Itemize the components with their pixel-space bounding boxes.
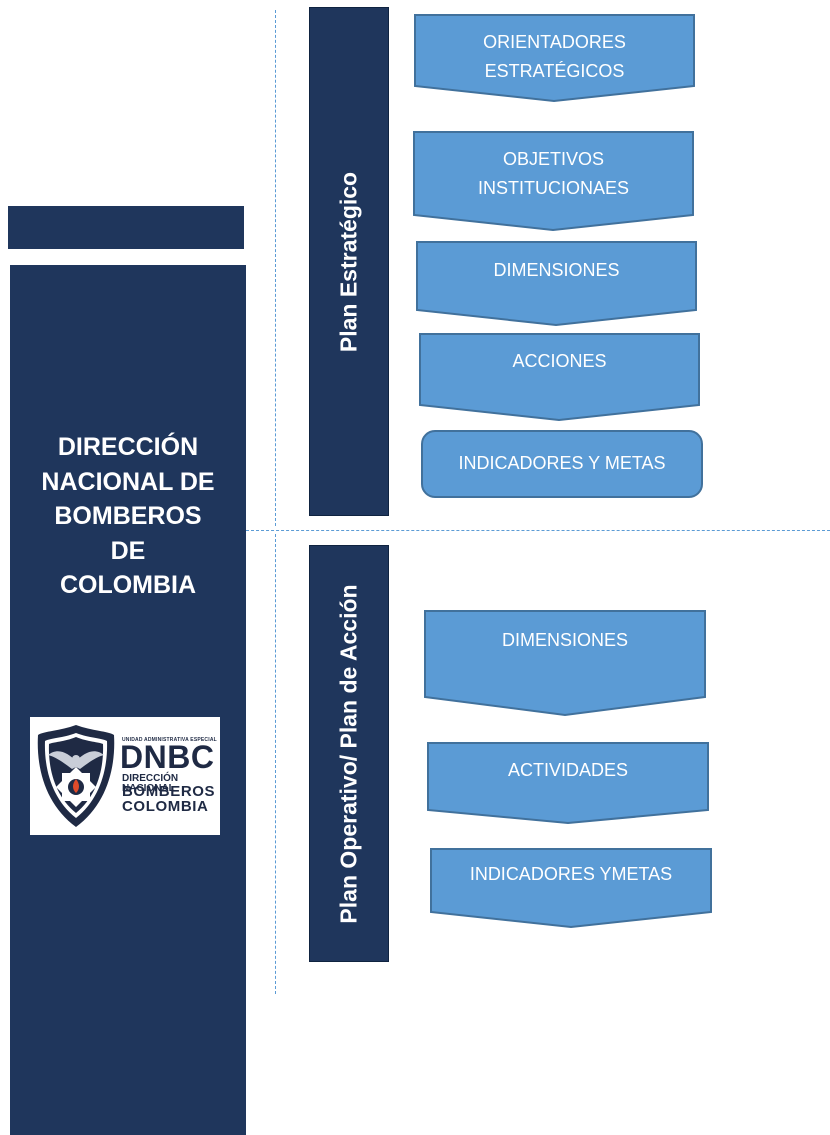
shield-eagle-icon: [37, 725, 115, 827]
step-label: INDICADORES Y METAS: [458, 453, 666, 473]
down-arrow-shape: [416, 241, 697, 327]
step-dimensiones: DIMENSIONES: [416, 241, 697, 327]
organization-title-line: COLOMBIA: [59, 571, 197, 599]
organization-panel: DIRECCIÓN NACIONAL DE BOMBEROS DE COLOMB…: [10, 265, 246, 1135]
down-arrow-shape: [427, 742, 709, 825]
step-objetivos-institucionales: OBJETIVOS INSTITUCIONAES: [413, 131, 694, 232]
plan-estrategico-bar: Plan Estratégico: [309, 7, 389, 516]
logo-acronym: DNBC: [120, 739, 215, 775]
logo-subtitle: UNIDAD ADMINISTRATIVA ESPECIAL: [122, 737, 217, 743]
organization-title-line: DE: [110, 536, 146, 565]
logo-line-3: COLOMBIA: [122, 798, 209, 815]
step-label-line: INSTITUCIONAES: [477, 177, 629, 198]
logo-line-2: BOMBEROS: [122, 783, 216, 800]
down-arrow-shape: [414, 14, 695, 103]
step-label: ORIENTADORES ESTRATÉGICOS: [414, 28, 695, 86]
organization-title-line: BOMBEROS: [54, 502, 202, 530]
logo-line-1: DIRECCIÓN NACIONAL: [122, 773, 179, 794]
step-orientadores-estrategicos: ORIENTADORES ESTRATÉGICOS: [414, 14, 695, 103]
step-label-line: OBJETIVOS: [502, 149, 605, 169]
step-indicadores-ymetas: INDICADORES YMETAS: [430, 848, 712, 929]
plan-estrategico-label: Plan Estratégico: [335, 171, 362, 352]
step-label: DIMENSIONES: [493, 260, 620, 280]
step-label-line: ORIENTADORES: [483, 32, 626, 52]
step-label: DIMENSIONES: [501, 630, 629, 650]
step-dimensiones-operativo: DIMENSIONES: [424, 610, 706, 717]
organization-title: DIRECCIÓN NACIONAL DE BOMBEROS DE COLOMB…: [10, 430, 246, 603]
divider-horizontal: [246, 530, 830, 531]
down-arrow-shape: [424, 610, 706, 717]
step-label-line: ESTRATÉGICOS: [484, 60, 625, 81]
plan-operativo-bar: Plan Operativo/ Plan de Acción: [309, 545, 389, 962]
step-label: OBJETIVOS INSTITUCIONAES: [413, 145, 694, 203]
step-actividades: ACTIVIDADES: [427, 742, 709, 825]
step-label: INDICADORES YMETAS: [469, 864, 673, 884]
step-label: ACTIVIDADES: [507, 760, 629, 780]
divider-vertical-top: [275, 10, 276, 526]
organization-title-line: DIRECCIÓN: [57, 433, 199, 461]
step-acciones: ACCIONES: [419, 333, 700, 422]
divider-vertical-bottom: [275, 534, 276, 994]
down-arrow-shape: [413, 131, 694, 232]
down-arrow-shape: [419, 333, 700, 422]
step-label: ACCIONES: [512, 351, 607, 371]
dnbc-logo: UNIDAD ADMINISTRATIVA ESPECIAL DNBC DIRE…: [30, 717, 220, 835]
down-arrow-shape: [430, 848, 712, 929]
header-bar: [8, 206, 244, 249]
plan-operativo-label: Plan Operativo/ Plan de Acción: [335, 583, 362, 924]
step-indicadores-y-metas: INDICADORES Y METAS: [421, 430, 703, 498]
organization-title-line: NACIONAL DE: [41, 467, 215, 496]
